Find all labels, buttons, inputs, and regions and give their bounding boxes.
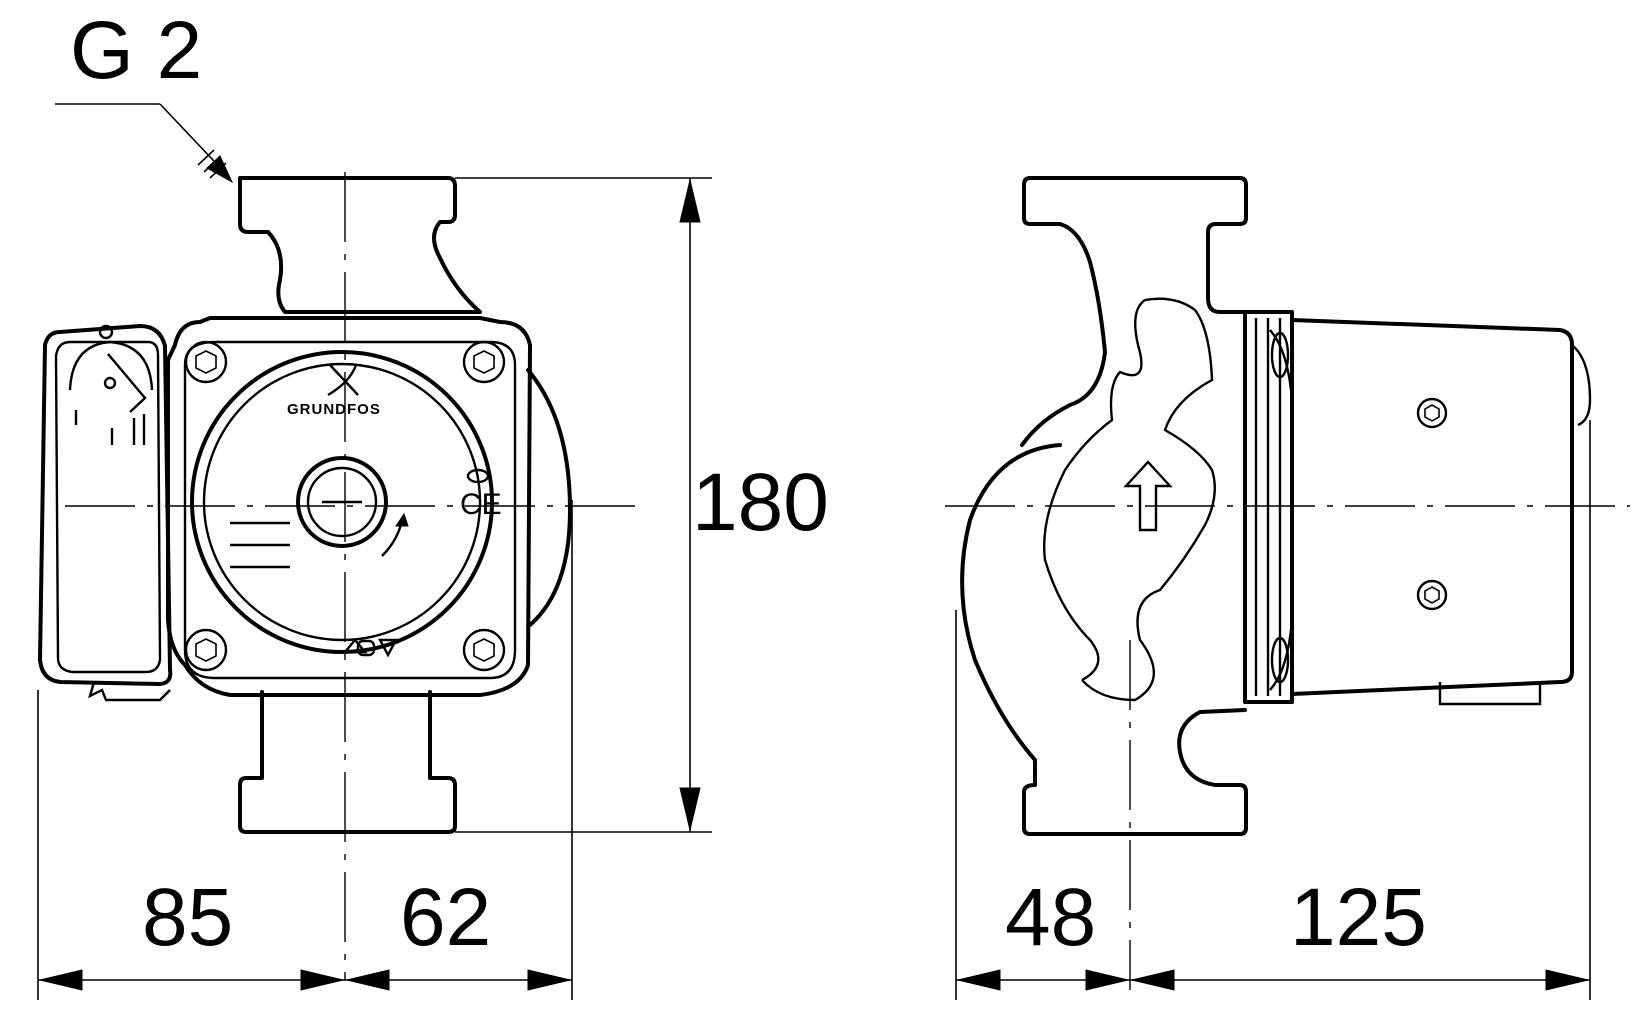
side-motor-body: [1290, 318, 1574, 696]
side-top-flange: [1028, 176, 1248, 314]
front-bolt-top-right: [462, 340, 506, 384]
front-center-plug: [296, 456, 388, 548]
side-volute: [960, 443, 1062, 762]
height-dimension: 180: [455, 177, 829, 833]
front-view: GRUNDFOS CE: [38, 176, 572, 834]
brand-label: GRUNDFOS: [287, 401, 381, 418]
flow-direction-arrow-icon: [1123, 460, 1173, 532]
ce-mark: CE: [460, 488, 502, 521]
speed-setting-icon: [230, 521, 290, 569]
dimension-front-right: 62: [400, 872, 491, 963]
side-width-dimensions: 48 125: [955, 420, 1591, 1000]
front-control-box: [38, 324, 173, 686]
side-motor-flange: [1243, 310, 1294, 704]
front-bottom-flange: [238, 690, 457, 834]
dimension-front-left: 85: [142, 872, 233, 963]
front-bolt-top-left: [184, 340, 228, 384]
front-housing: [166, 316, 532, 697]
dimension-side-right: 125: [1290, 872, 1427, 963]
thread-label: G 2: [70, 5, 202, 96]
dimension-side-left: 48: [1005, 872, 1096, 963]
side-bottom-flange: [1022, 708, 1248, 836]
front-top-flange: [238, 176, 482, 314]
front-width-dimensions: 85 62: [37, 500, 573, 1000]
thread-leader: [55, 103, 234, 184]
front-stator-circle: [190, 350, 494, 654]
motor-screw-bottom: [1416, 579, 1448, 611]
front-bolt-bottom-right: [462, 628, 506, 672]
flow-symbols-icon: [342, 638, 398, 658]
motor-screw-top: [1416, 397, 1448, 429]
front-bolt-bottom-left: [184, 628, 228, 672]
dimension-height: 180: [692, 457, 829, 548]
brand-logo-icon: [327, 364, 359, 397]
side-view: [960, 176, 1592, 836]
